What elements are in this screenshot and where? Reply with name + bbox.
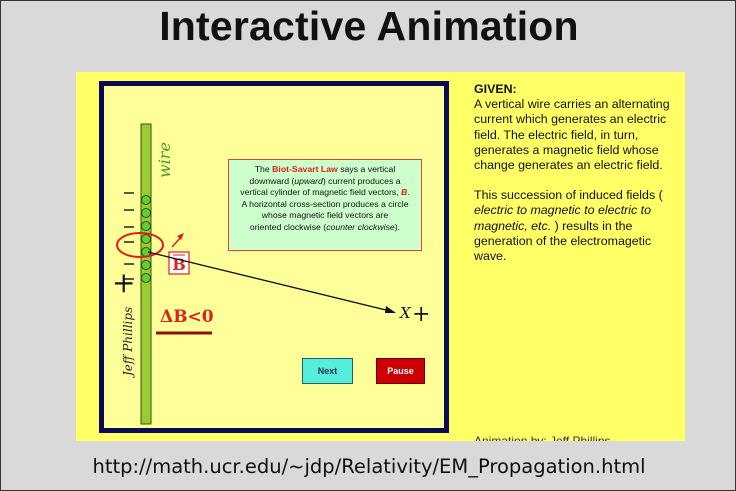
cut-off-credit: Animation by: Jeff Phillips <box>474 434 611 441</box>
x-plus-sign: + <box>412 302 430 327</box>
left-plus-sign: + <box>112 266 135 299</box>
slide-title: Interactive Animation <box>159 3 579 49</box>
animation-canvas: B X + + wire ΔB<0 Jeff Phillips <box>112 123 430 425</box>
signature: Jeff Phillips <box>121 307 135 379</box>
animation-panel: B X + + wire ΔB<0 Jeff Phillips The Bio <box>99 81 449 433</box>
propagation-arrow <box>147 251 395 313</box>
charge-balls <box>141 195 151 283</box>
b-vector-box <box>168 251 190 275</box>
b-arrow-head <box>177 233 184 240</box>
given-text: A vertical wire carries an alternating c… <box>474 97 670 173</box>
pause-button[interactable]: Pause <box>376 358 425 384</box>
next-button[interactable]: Next <box>302 358 353 384</box>
applet-frame: B X + + wire ΔB<0 Jeff Phillips The Bio <box>76 72 685 441</box>
law-name: Biot-Savart Law <box>272 164 338 174</box>
propagation-arrow-head <box>385 306 396 313</box>
succession-text: This succession of induced fields ( elec… <box>474 188 663 264</box>
delta-b-label: ΔB<0 <box>160 307 214 327</box>
biot-savart-info-box: The Biot-Savart Law says a vertical down… <box>228 159 422 251</box>
magnetic-field-circle <box>116 232 164 258</box>
x-axis-label: X <box>399 304 412 322</box>
description-text: GIVEN: A vertical wire carries an altern… <box>474 82 674 441</box>
source-url: http://math.ucr.edu/~jdp/Relativity/EM_P… <box>92 455 646 478</box>
wire-label: wire <box>155 142 174 178</box>
charge-minus-marks <box>124 192 134 280</box>
given-heading: GIVEN: <box>474 82 517 96</box>
